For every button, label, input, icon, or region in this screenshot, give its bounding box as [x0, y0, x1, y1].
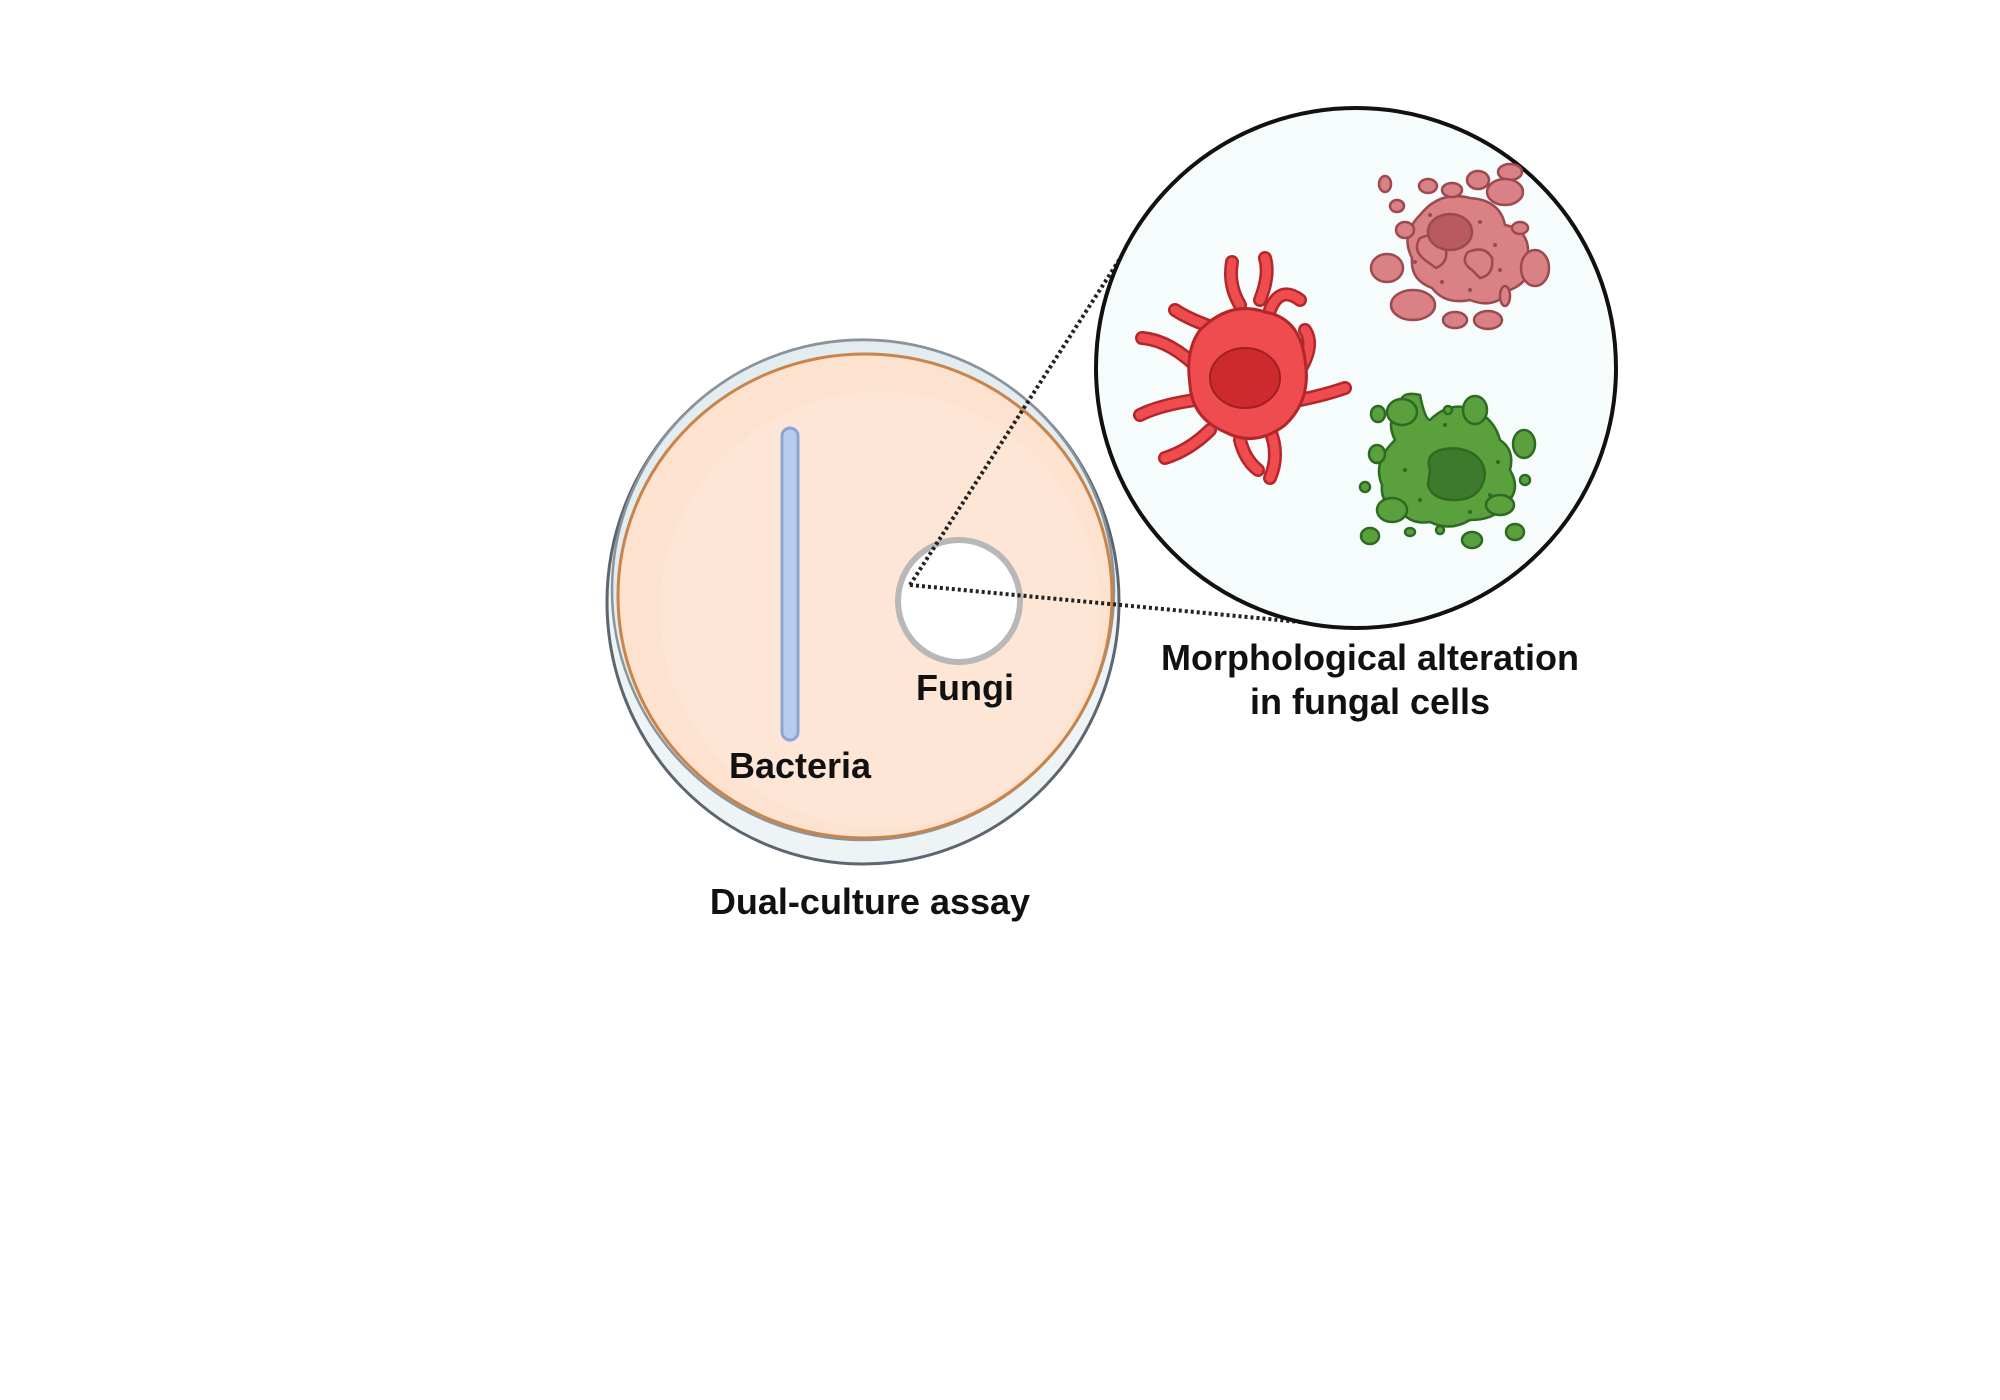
- green-cell-nucleus: [1426, 447, 1487, 502]
- fungi-label: Fungi: [916, 667, 1014, 708]
- bacteria-streak: [780, 426, 800, 742]
- morphological-alteration-caption: Morphological alteration in fungal cells: [1110, 636, 1630, 724]
- pink-cell-nucleus: [1426, 212, 1474, 252]
- agar-highlight: [660, 392, 1100, 828]
- bacteria-label: Bacteria: [728, 745, 872, 786]
- zoom-line-upper: [908, 238, 1134, 587]
- petri-dish: [605, 338, 1121, 866]
- green-irregular-cell: [1358, 392, 1537, 550]
- morphology-caption-line-2: in fungal cells: [1249, 681, 1491, 722]
- morphology-caption-line-1: Morphological alteration: [1160, 637, 1580, 678]
- red-spiky-cell: [1133, 251, 1352, 485]
- dual-culture-assay-caption: Dual-culture assay: [709, 881, 1031, 922]
- fungi-plug: [895, 537, 1023, 665]
- zoom-circle: [1094, 106, 1618, 630]
- zoom-line-lower: [909, 583, 1301, 624]
- red-cell-nucleus: [1209, 347, 1281, 409]
- pink-fragmented-cell: [1369, 162, 1551, 331]
